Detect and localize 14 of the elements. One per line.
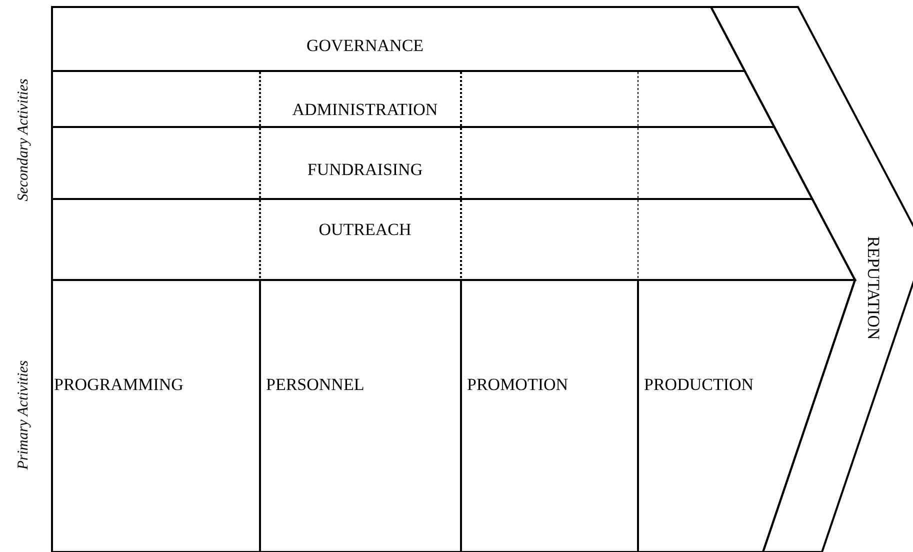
activity-column (52, 280, 260, 552)
column-label: PRODUCTION (644, 375, 754, 395)
side-label: Secondary Activities (16, 78, 32, 202)
column-label: PROGRAMMING (54, 375, 184, 395)
activity-band (52, 199, 855, 280)
side-label: Primary Activities (16, 360, 32, 470)
band-label: ADMINISTRATION (292, 100, 438, 120)
band-label: OUTREACH (318, 220, 412, 240)
band-label: GOVERNANCE (306, 36, 424, 56)
band-label: FUNDRAISING (307, 160, 423, 180)
chevron-label: REPUTATION (863, 236, 883, 340)
column-label: PROMOTION (467, 375, 568, 395)
activity-column (638, 280, 855, 552)
column-label: PERSONNEL (266, 375, 364, 395)
